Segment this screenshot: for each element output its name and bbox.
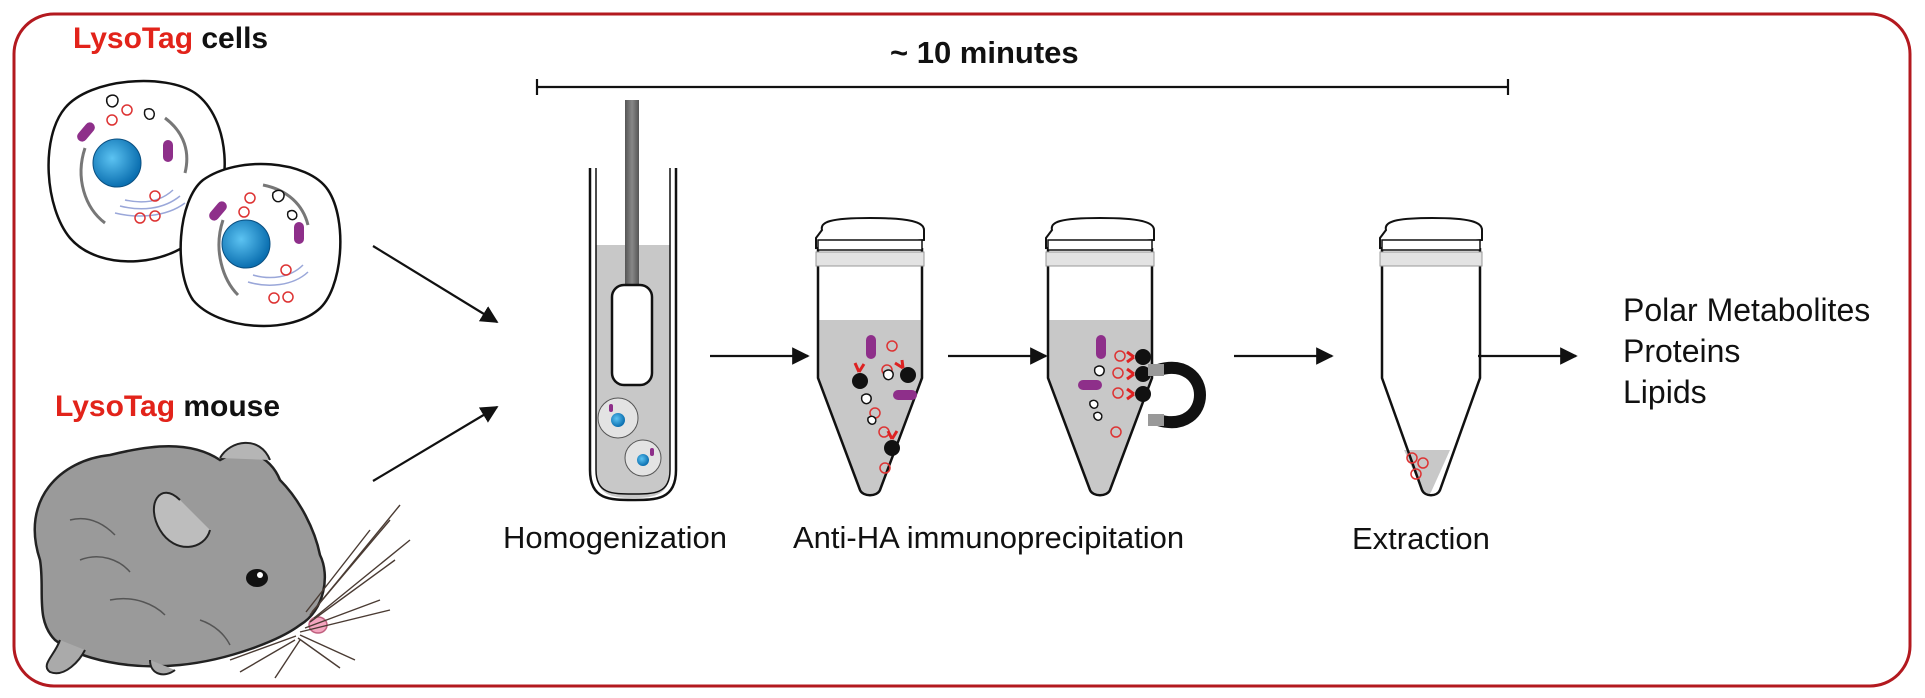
mouse-source-title: LysoTag mouse (55, 390, 280, 424)
tube-extraction (1379, 216, 1483, 497)
cell-illustration (47, 79, 226, 263)
cells-rest: cells (201, 22, 269, 55)
homogenizer-illustration (588, 100, 678, 502)
outputs-list: Polar Metabolites Proteins Lipids (1623, 290, 1870, 413)
cells-source-title: LysoTag cells (73, 22, 268, 56)
output-item: Lipids (1623, 374, 1707, 410)
nucleus-icon (92, 138, 142, 188)
magnet-icon (1156, 361, 1207, 429)
pestle (610, 283, 654, 387)
mouse-rest: mouse (183, 390, 281, 423)
timing-label: ~ 10 minutes (890, 35, 1079, 70)
tube-beads (815, 216, 925, 497)
eye-icon (246, 569, 268, 587)
outer-frame (12, 12, 1912, 688)
step-label-immunoprecipitation: Anti-HA immunoprecipitation (793, 520, 1185, 555)
cell-illustration (179, 162, 342, 328)
output-item: Polar Metabolites (1623, 292, 1871, 328)
cells-tag: LysoTag (73, 22, 194, 55)
output-item: Proteins (1623, 333, 1741, 369)
step-label-homogenization: Homogenization (503, 520, 728, 555)
mouse-illustration (33, 441, 411, 679)
arrow-cells-to-homogenizer (372, 245, 499, 323)
step-label-extraction: Extraction (1352, 521, 1490, 556)
nucleus-icon (221, 219, 271, 269)
timing-bracket (535, 79, 1510, 95)
tube-magnet (1045, 216, 1207, 497)
mouse-tag: LysoTag (55, 390, 176, 423)
arrow-mouse-to-homogenizer (372, 406, 499, 482)
